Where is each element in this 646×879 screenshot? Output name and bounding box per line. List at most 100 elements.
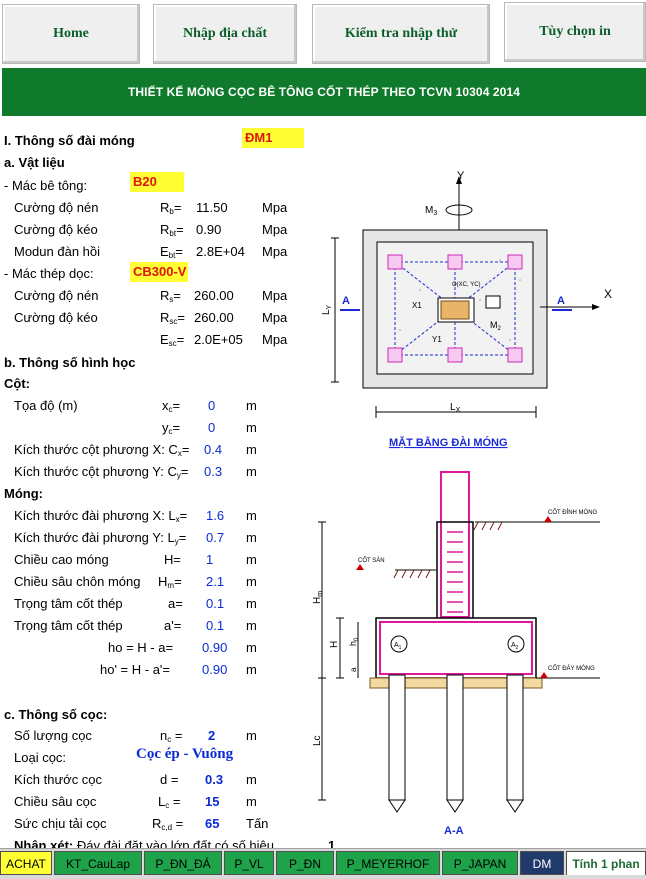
sheet-tab[interactable]: P_JAPAN (442, 851, 518, 875)
pile-count-label: Số lượng cọc (14, 728, 92, 743)
row-symbol: Rbt= (160, 222, 184, 238)
foundation-code-cell[interactable]: ĐM1 (242, 128, 304, 148)
row-unit: m (246, 552, 257, 567)
row-value[interactable]: 1 (206, 552, 214, 567)
row-value[interactable]: 0.90 (196, 222, 222, 237)
row-unit: m (246, 420, 257, 435)
row-unit: m (246, 442, 257, 457)
row-value[interactable]: 2.8E+04 (196, 244, 245, 259)
row-label: Trọng tâm cốt thép (14, 618, 123, 633)
row-unit: Mpa (262, 200, 288, 215)
row-value[interactable]: 0.4 (204, 442, 223, 457)
sheet-tab[interactable]: Tính 1 phan (566, 851, 646, 875)
row-symbol: ho = H - a= (108, 640, 174, 655)
sheet-tab[interactable]: P_VL (224, 851, 274, 875)
pile-depth-symbol: Lc = (158, 794, 181, 810)
pile-depth-value[interactable]: 15 (205, 794, 220, 809)
steel-grade-cell[interactable]: CB300-V (130, 262, 188, 282)
sheet-tab[interactable]: ACHAT (0, 851, 52, 875)
material-title: a. Vật liệu (4, 155, 65, 170)
row-symbol: a= (168, 596, 183, 611)
row-symbol: Hm= (158, 574, 182, 590)
pile-type-value[interactable]: Cọc ép - Vuông (136, 746, 234, 762)
row-value[interactable]: 1.6 (206, 508, 225, 523)
row-value[interactable]: 0.1 (206, 618, 225, 633)
geometry-title: b. Thông số hình học (4, 355, 136, 370)
pile-size-value[interactable]: 0.3 (205, 772, 224, 787)
foundation-drawing: Y M3 O(XC, YC) X1 Y1 M2 (312, 170, 612, 837)
row-unit: Mpa (262, 332, 288, 347)
row-label: Modun đàn hồi (14, 244, 101, 259)
concrete-grade-cell[interactable]: B20 (130, 172, 184, 192)
section-title: I. Thông số đài móng (4, 133, 135, 148)
pile-depth-label: Chiều sâu cọc (14, 794, 97, 809)
row-value[interactable]: 0 (208, 398, 216, 413)
svg-text:A: A (557, 295, 565, 307)
home-button[interactable]: Home (2, 4, 140, 64)
nhap-dia-chat-button[interactable]: Nhập địa chất (153, 4, 297, 64)
pile-count-unit: m (246, 728, 257, 743)
pile-capacity-symbol: Rc,d = (152, 816, 184, 832)
svg-text:LY: LY (321, 304, 333, 315)
row-value[interactable]: 2.1 (206, 574, 225, 589)
row-value[interactable]: 11.50 (196, 200, 228, 215)
sheet-tab[interactable]: P_MEYERHOF (336, 851, 440, 875)
row-unit: m (246, 662, 257, 677)
row-value[interactable]: 0.90 (202, 662, 228, 677)
pile-note-value[interactable]: 1 (328, 838, 336, 853)
row-value[interactable]: 0 (208, 420, 216, 435)
row-unit: m (246, 640, 257, 655)
row-symbol: xc= (162, 398, 181, 414)
svg-text:H: H (329, 641, 340, 648)
row-value[interactable]: 2.0E+05 (194, 332, 243, 347)
sheet-tab[interactable]: DM (520, 851, 564, 875)
pile-capacity-value[interactable]: 65 (205, 816, 220, 831)
kiem-tra-nhap-thu-button[interactable]: Kiểm tra nhập thử (312, 4, 490, 64)
row-label: Cường độ nén (14, 288, 99, 303)
row-value[interactable]: 260.00 (194, 310, 234, 325)
row-symbol: Rs= (160, 288, 181, 304)
row-value[interactable]: 0.1 (206, 596, 225, 611)
svg-text:h0: h0 (348, 637, 360, 646)
page-title-banner: THIẾT KẾ MÓNG CỌC BÊ TÔNG CỐT THÉP THEO … (2, 68, 646, 116)
row-symbol: a'= (164, 618, 182, 633)
row-unit: Mpa (262, 222, 288, 237)
sheet-tab[interactable]: P_ĐN (276, 851, 334, 875)
row-symbol: Ebt= (160, 244, 183, 260)
row-symbol: yc= (162, 420, 181, 436)
svg-text:X: X (604, 287, 612, 301)
svg-text:A2: A2 (511, 642, 519, 651)
svg-text:Y1: Y1 (432, 335, 442, 344)
pile-count-symbol: nc = (160, 728, 183, 744)
row-unit: Mpa (262, 310, 288, 325)
row-label: Chiều cao móng (14, 552, 109, 567)
plan-view: Y M3 O(XC, YC) X1 Y1 M2 (321, 170, 612, 449)
tuy-chon-in-button[interactable]: Tùy chọn in (504, 2, 646, 62)
row-label: Cường độ nén (14, 200, 99, 215)
top-toolbar: Home Nhập địa chất Kiểm tra nhập thử Tùy… (0, 0, 646, 68)
pile-type-label: Loại cọc: (14, 750, 67, 765)
svg-text:Hm: Hm (312, 591, 324, 604)
pile-size-symbol: d = (160, 772, 179, 787)
pile-count-value[interactable]: 2 (208, 728, 216, 743)
row-value[interactable]: 0.3 (204, 464, 223, 479)
m3-label: M3 (425, 205, 437, 217)
row-label: Chiều sâu chôn móng (14, 574, 141, 589)
pile-size-label: Kích thước cọc (14, 772, 103, 787)
row-label: Cường độ kéo (14, 310, 98, 325)
row-value[interactable]: 0.90 (202, 640, 228, 655)
plan-title: MẶT BẰNG ĐÀI MÓNG (389, 436, 508, 449)
row-symbol: ho' = H - a'= (100, 662, 171, 677)
sheet-tab[interactable]: KT_CauLap (54, 851, 142, 875)
svg-text:a: a (349, 667, 358, 672)
section-title-aa: A-A (444, 825, 464, 837)
row-value[interactable]: 0.7 (206, 530, 225, 545)
row-unit: m (246, 596, 257, 611)
sheet-tab[interactable]: P_ĐN_ĐÁ (144, 851, 222, 875)
row-label: Kích thước cột phương X: Cx= (14, 442, 190, 458)
row-label: Tọa độ (m) (14, 398, 78, 413)
row-value[interactable]: 260.00 (194, 288, 234, 303)
svg-text:A: A (342, 295, 350, 307)
row-unit: m (246, 530, 257, 545)
